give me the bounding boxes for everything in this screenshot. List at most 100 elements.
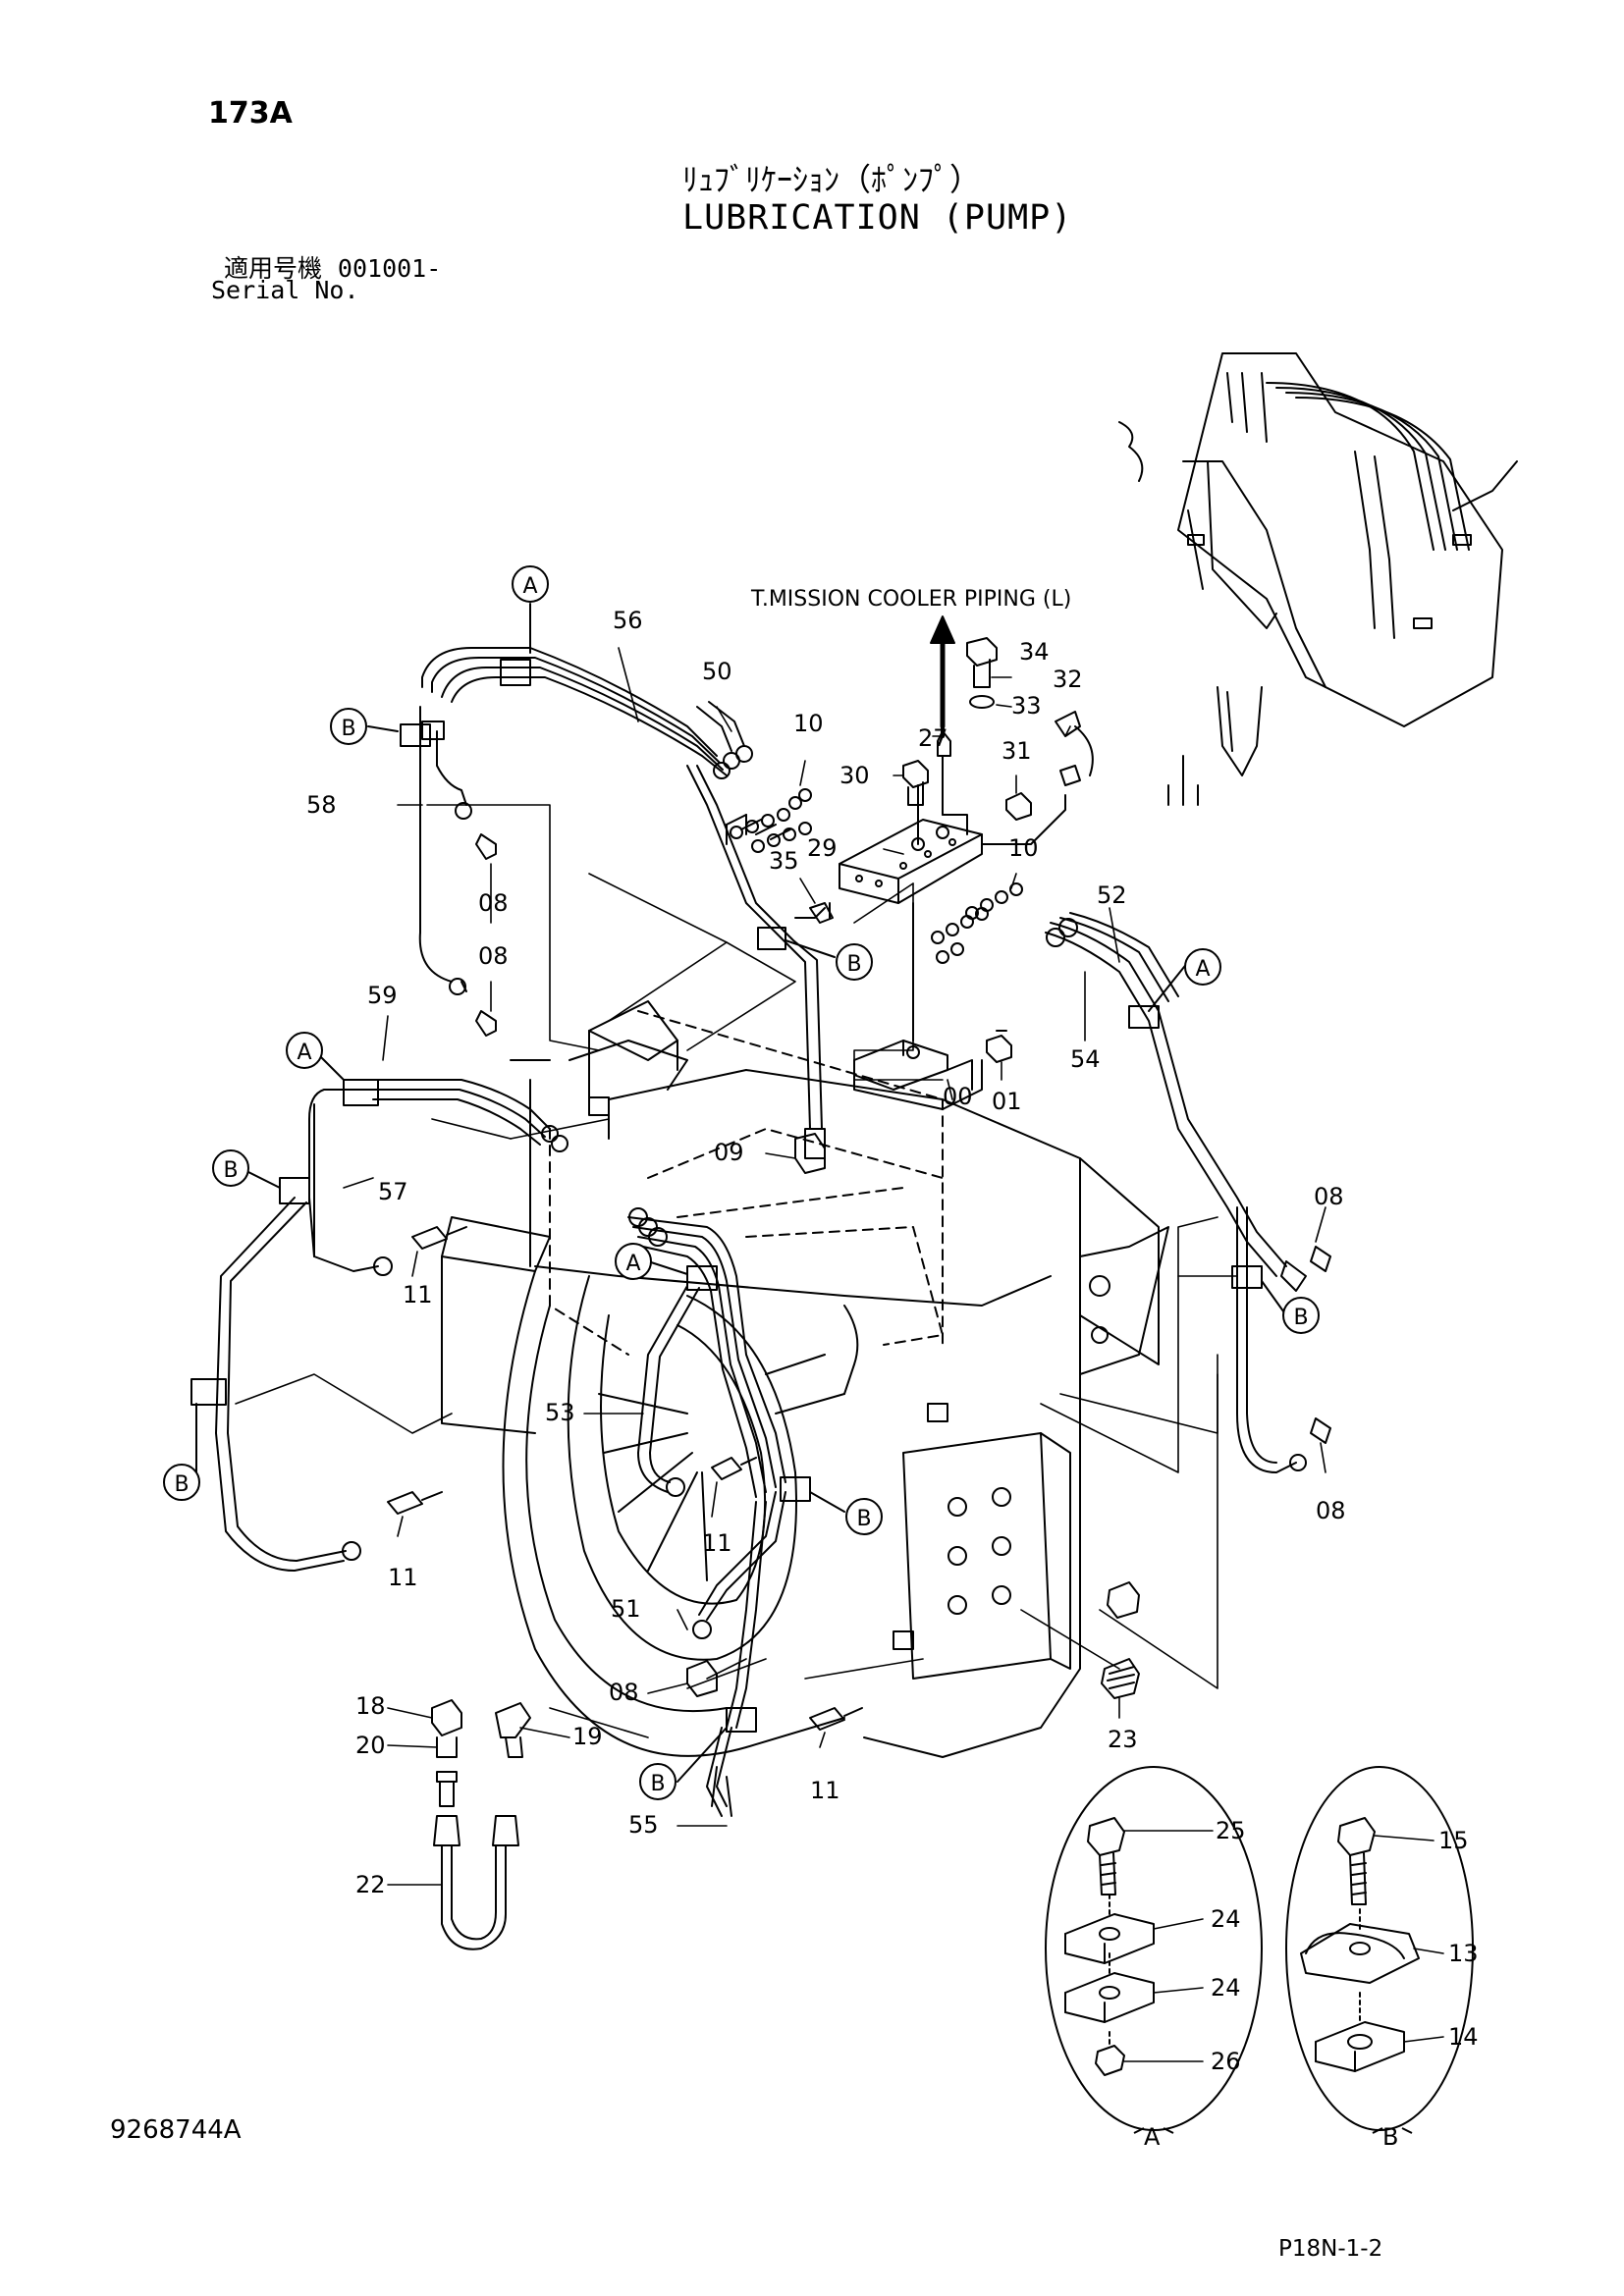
ref-marker-a-1: A <box>512 565 549 603</box>
callout-08-left-2: 08 <box>478 942 509 970</box>
pipe-58 <box>400 706 497 1037</box>
callout-10-upper: 10 <box>793 710 824 737</box>
title-japanese: ﾘｭﾌﾞﾘｹｰｼｮﾝ（ﾎﾟﾝﾌﾟ） <box>682 161 982 198</box>
pipe-53-51-55 <box>627 1207 811 1817</box>
inset-perspective-view <box>1118 352 1518 806</box>
callout-11-lower-left: 11 <box>388 1564 418 1591</box>
callout-32: 32 <box>1053 666 1083 693</box>
ref-marker-leaders <box>195 603 1287 1783</box>
lube-manifold <box>794 755 1066 1091</box>
svg-text:B: B <box>846 952 861 977</box>
pipe-50 <box>696 701 753 779</box>
leader-lines <box>235 804 1238 1738</box>
svg-text:B: B <box>223 1158 238 1183</box>
callout-13: 13 <box>1448 1940 1479 1967</box>
ref-marker-b-5: B <box>163 1464 200 1501</box>
callout-08-center: 08 <box>609 1679 639 1706</box>
ref-marker-b-3: B <box>212 1149 249 1187</box>
callout-53: 53 <box>545 1399 575 1426</box>
callout-33: 33 <box>1011 692 1042 720</box>
detail-view-b <box>1285 1766 1474 2131</box>
ref-marker-b-1: B <box>330 708 367 745</box>
part-callouts: 56 50 10 58 08 08 34 33 32 27 30 31 29 3… <box>306 607 1479 2075</box>
detail-a-label: A <box>1144 2123 1161 2151</box>
callout-24-upper: 24 <box>1211 1905 1241 1933</box>
page-code: P18N-1-2 <box>1278 2236 1383 2262</box>
callout-14: 14 <box>1448 2023 1479 2051</box>
callout-27: 27 <box>918 724 948 752</box>
callout-58: 58 <box>306 791 337 819</box>
callout-30: 30 <box>839 762 870 789</box>
callout-19: 19 <box>572 1723 603 1750</box>
callout-50: 50 <box>702 658 732 685</box>
callout-51: 51 <box>611 1595 641 1623</box>
serial-label-english: Serial No. <box>211 276 359 304</box>
callout-08-right-upper: 08 <box>1314 1183 1344 1210</box>
pipe-56 <box>421 647 728 776</box>
title-english: LUBRICATION (PUMP) <box>682 198 1073 238</box>
connectors-11 <box>387 1226 863 1731</box>
detail-label-ticks <box>1133 2127 1413 2134</box>
document-number: 9268744A <box>110 2115 242 2145</box>
svg-text:A: A <box>625 1252 640 1276</box>
svg-text:B: B <box>856 1507 871 1531</box>
ref-marker-a-3: A <box>286 1032 323 1069</box>
svg-text:B: B <box>341 717 355 741</box>
pipe-52-54 <box>1045 912 1331 1473</box>
fittings-top <box>726 637 1094 1174</box>
callout-57: 57 <box>378 1178 408 1205</box>
svg-text:B: B <box>650 1772 665 1796</box>
callout-leaders <box>343 647 1444 2062</box>
svg-text:A: A <box>297 1041 311 1065</box>
svg-text:A: A <box>522 574 537 599</box>
svg-text:B: B <box>174 1472 189 1497</box>
transmission-housing <box>441 1000 1169 1758</box>
page-number: 173A <box>208 96 293 131</box>
callout-55: 55 <box>628 1811 659 1839</box>
callout-54: 54 <box>1070 1045 1101 1073</box>
callout-23: 23 <box>1108 1726 1138 1753</box>
callout-24-lower: 24 <box>1211 1974 1241 2002</box>
callout-31: 31 <box>1001 737 1032 765</box>
bracket-00 <box>853 1059 983 1110</box>
callout-56: 56 <box>613 607 643 634</box>
serial-range: 001001- <box>337 254 442 283</box>
pipe-long-center <box>686 765 826 1159</box>
callout-59: 59 <box>367 982 398 1009</box>
callout-18: 18 <box>355 1692 386 1720</box>
callout-25: 25 <box>1216 1817 1246 1844</box>
callout-26: 26 <box>1211 2048 1241 2075</box>
callout-34: 34 <box>1019 638 1050 666</box>
cooler-piping-arrow <box>930 615 955 738</box>
callout-11-bottom: 11 <box>810 1777 840 1804</box>
callout-08-right-lower: 08 <box>1316 1497 1346 1524</box>
callout-11-upper-left: 11 <box>403 1281 433 1308</box>
pipe-59-57 <box>190 1079 568 1572</box>
ref-marker-b-7: B <box>639 1763 677 1800</box>
callout-00: 00 <box>943 1083 973 1110</box>
svg-text:A: A <box>1195 957 1210 982</box>
cooler-piping-note: T.MISSION COOLER PIPING (L) <box>750 587 1071 612</box>
callout-52: 52 <box>1097 881 1127 909</box>
serial-label-japanese: 適用号機 <box>224 254 323 283</box>
plug-23 <box>1101 1658 1140 1699</box>
callout-09: 09 <box>714 1139 744 1166</box>
callout-15: 15 <box>1438 1827 1469 1854</box>
callout-20: 20 <box>355 1732 386 1759</box>
reference-markers: A B B A A B A B B B B <box>163 565 1320 1800</box>
callout-10-lower: 10 <box>1008 834 1039 862</box>
callout-29: 29 <box>807 834 838 862</box>
hidden-lines <box>549 1010 944 1356</box>
ref-marker-b-2: B <box>836 943 873 981</box>
callout-35: 35 <box>769 847 799 875</box>
serial-number-row: 適用号機 001001- <box>224 249 441 285</box>
hose-assembly <box>431 1699 531 1950</box>
svg-text:B: B <box>1293 1306 1308 1330</box>
callout-22: 22 <box>355 1871 386 1898</box>
detail-view-a <box>1045 1766 1263 2131</box>
ref-marker-b-4: B <box>1282 1297 1320 1334</box>
callout-01: 01 <box>992 1088 1022 1115</box>
ref-marker-b-6: B <box>845 1498 883 1535</box>
